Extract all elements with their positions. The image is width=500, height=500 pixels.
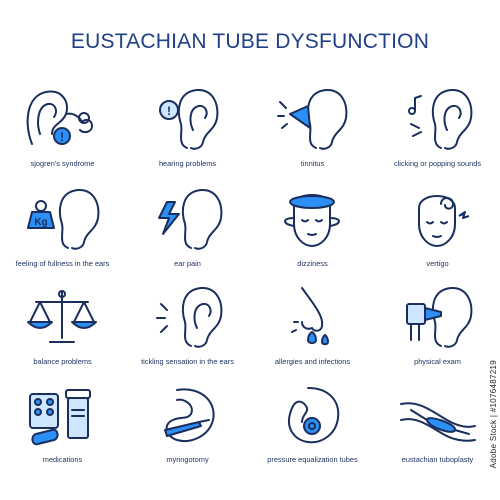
item-tickling-sensation: tickling sensation in the ears [125, 278, 250, 376]
nose-drops-icon [291, 287, 329, 346]
dizzy-head-icon [284, 194, 340, 247]
item-label: clicking or popping sounds [393, 159, 482, 168]
item-label: allergies and infections [274, 357, 351, 366]
item-label: tickling sensation in the ears [141, 357, 234, 366]
item-label: pressure equalization tubes [267, 455, 358, 464]
item-vertigo: vertigo [375, 180, 500, 278]
ear-tube-icon [288, 387, 340, 444]
item-label: tinnitus [300, 159, 325, 168]
ear-weight-icon: Kg [27, 188, 100, 250]
item-hearing-problems: ! hearing problems [125, 80, 250, 178]
item-fullness-in-ears: Kg feeling of fullness in the ears [0, 180, 125, 278]
item-label: sjogren's syndrome [30, 159, 95, 168]
item-label: feeling of fullness in the ears [15, 259, 110, 268]
ear-bell-icon [277, 88, 348, 150]
item-label: ear pain [174, 259, 201, 268]
item-clicking-or-popping: clicking or popping sounds [375, 80, 500, 178]
item-dizziness: dizziness [250, 180, 375, 278]
icon-grid: ! sjogren's syndrome ! hearing problems … [0, 80, 500, 475]
item-sjogrens-syndrome: ! sjogren's syndrome [0, 80, 125, 178]
ear-alert-icon: ! [159, 88, 219, 150]
otoscope-icon [406, 286, 473, 348]
vertigo-head-icon [418, 195, 470, 247]
scales-icon [27, 290, 97, 343]
item-label: medications [42, 455, 83, 464]
item-label: myringotomy [166, 455, 209, 464]
item-label: eustachian tuboplasty [401, 455, 474, 464]
balloon-catheter-icon [400, 402, 476, 442]
svg-text:!: ! [60, 130, 64, 144]
item-label: physical exam [414, 357, 461, 366]
svg-text:Kg: Kg [34, 217, 47, 228]
item-eustachian-tuboplasty: eustachian tuboplasty [375, 376, 500, 474]
item-ear-pain: ear pain [125, 180, 250, 278]
item-label: hearing problems [158, 159, 217, 168]
item-medications: medications [0, 376, 125, 474]
page-title: EUSTACHIAN TUBE DYSFUNCTION [70, 30, 430, 53]
stock-watermark: Adobe Stock | #1076487219 [489, 360, 498, 469]
inner-ear-icon: ! [26, 90, 93, 145]
item-label: vertigo [426, 259, 449, 268]
ear-music-icon [408, 88, 473, 150]
item-balance-problems: balance problems [0, 278, 125, 376]
item-allergies-and-infections: allergies and infections [250, 278, 375, 376]
item-myringotomy: myringotomy [125, 376, 250, 474]
item-pressure-equalization-tubes: pressure equalization tubes [250, 376, 375, 474]
item-physical-exam: physical exam [375, 278, 500, 376]
pills-bottle-icon [29, 389, 91, 446]
ear-tickle-icon [156, 286, 223, 348]
item-label: dizziness [297, 259, 328, 268]
ear-lightning-icon [158, 188, 223, 250]
eardrum-incision-icon [164, 388, 215, 442]
svg-text:!: ! [167, 104, 171, 118]
item-label: balance problems [33, 357, 92, 366]
item-tinnitus: tinnitus [250, 80, 375, 178]
